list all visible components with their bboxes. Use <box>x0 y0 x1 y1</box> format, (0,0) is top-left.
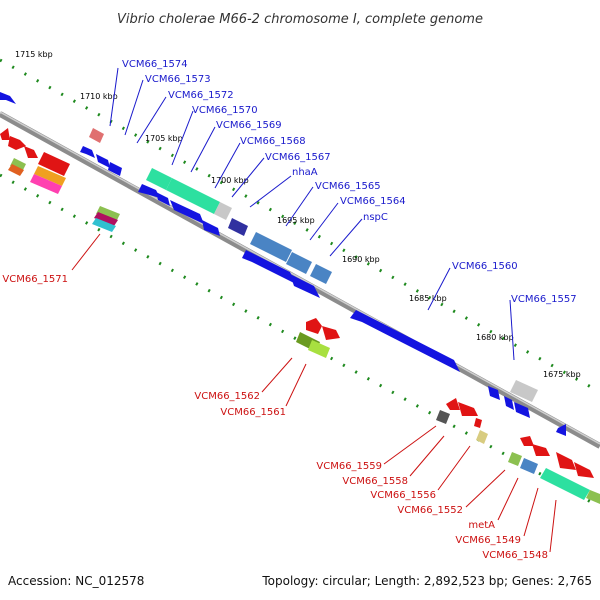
gene-label[interactable]: VCM66_1572 <box>168 90 234 101</box>
gene-arrow <box>514 402 530 418</box>
gene-arrow <box>170 200 204 224</box>
gene-label[interactable]: VCM66_1558 <box>342 476 408 487</box>
gene-arrow <box>96 154 110 168</box>
gene-label[interactable]: VCM66_1571 <box>2 274 68 285</box>
scale-tick-label: 1680 kbp <box>476 333 514 342</box>
scale-tick-label: 1715 kbp <box>15 50 53 59</box>
gene-box <box>476 430 488 444</box>
gene-box <box>92 218 116 232</box>
gene-arrow <box>156 192 170 206</box>
gene-box <box>540 468 590 500</box>
gene-label[interactable]: VCM66_1568 <box>240 136 306 147</box>
gene-arrow <box>108 162 122 176</box>
bottom-label-leaders <box>71 233 557 553</box>
gene-box <box>166 178 220 214</box>
gene-arrow <box>24 146 38 158</box>
gene-box <box>436 410 450 424</box>
gene-box <box>510 380 538 402</box>
scale-tick-label: 1695 kbp <box>277 216 315 225</box>
gene-arrow <box>0 92 16 104</box>
gene-label[interactable]: VCM66_1556 <box>370 490 436 501</box>
gene-box <box>214 202 232 220</box>
top-label-leaders <box>109 67 515 361</box>
gene-label[interactable]: VCM66_1548 <box>482 550 548 561</box>
gene-label[interactable]: VCM66_1574 <box>122 59 188 70</box>
gene-box <box>30 174 62 194</box>
gene-label[interactable]: VCM66_1570 <box>192 105 258 116</box>
gene-arrow <box>350 310 460 372</box>
gene-label[interactable]: VCM66_1561 <box>220 407 286 418</box>
gene-box <box>228 218 248 236</box>
gene-label[interactable]: VCM66_1559 <box>316 461 382 472</box>
gene-box <box>286 252 312 274</box>
gene-box <box>146 168 172 190</box>
scale-tick-label: 1685 kbp <box>409 294 447 303</box>
scale-tick-label: 1700 kbp <box>211 176 249 185</box>
gene-box <box>586 490 600 504</box>
gene-arrow <box>520 436 534 446</box>
gene-arrow <box>446 398 460 410</box>
gene-label[interactable]: VCM66_1573 <box>145 74 211 85</box>
gene-box <box>250 232 292 262</box>
top-gene-labels: VCM66_1574 VCM66_1573 VCM66_1572 VCM66_1… <box>122 59 577 305</box>
gene-arrow <box>504 396 514 410</box>
gene-label[interactable]: nspC <box>363 212 388 223</box>
gene-arrow <box>322 326 340 340</box>
gene-arrow <box>202 220 220 236</box>
gene-box <box>520 458 538 474</box>
gene-label[interactable]: VCM66_1557 <box>511 294 577 305</box>
gene-box <box>38 152 70 176</box>
gene-box <box>8 164 24 176</box>
gene-label[interactable]: VCM66_1552 <box>397 505 463 516</box>
gene-box <box>310 264 332 284</box>
gene-arrow <box>306 318 322 334</box>
scale-ticks: 1715 kbp 1710 kbp 1705 kbp 1700 kbp 1695… <box>15 50 581 379</box>
accession-text: Accession: NC_012578 <box>8 574 144 588</box>
scale-tick-label: 1690 kbp <box>342 255 380 264</box>
gene-box <box>96 206 120 222</box>
gene-label[interactable]: VCM66_1562 <box>194 391 260 402</box>
reverse-strand-features <box>0 128 600 504</box>
forward-strand-features <box>0 92 566 436</box>
scale-tick-label: 1705 kbp <box>145 134 183 143</box>
map-title: Vibrio cholerae M66-2 chromosome I, comp… <box>117 12 483 27</box>
gene-arrow <box>574 462 594 478</box>
gene-label[interactable]: VCM66_1565 <box>315 181 381 192</box>
gene-label[interactable]: nhaA <box>292 167 318 178</box>
gene-arrow <box>0 128 10 140</box>
gene-arrow <box>458 402 478 416</box>
gene-arrow <box>488 386 500 400</box>
gene-arrow <box>290 274 320 298</box>
gene-arrow <box>8 136 26 150</box>
gene-arrow <box>138 184 160 198</box>
gene-box <box>34 166 66 186</box>
scale-tick-label: 1710 kbp <box>80 92 118 101</box>
gene-box <box>508 452 522 466</box>
gene-label[interactable]: VCM66_1560 <box>452 261 518 272</box>
gene-arrow <box>80 146 95 158</box>
chromosome-backbone-highlight <box>0 111 600 445</box>
scale-tick-label: 1675 kbp <box>543 370 581 379</box>
gene-arrow <box>89 128 104 143</box>
gene-arrow <box>474 418 482 428</box>
gene-label[interactable]: VCM66_1569 <box>216 120 282 131</box>
gene-arrow <box>242 250 296 284</box>
gene-label[interactable]: VCM66_1549 <box>455 535 521 546</box>
gene-label[interactable]: metA <box>468 520 495 531</box>
bottom-gene-labels: VCM66_1571 VCM66_1562 VCM66_1561 VCM66_1… <box>2 274 548 561</box>
gene-arrow <box>556 424 566 436</box>
gene-label[interactable]: VCM66_1567 <box>265 152 331 163</box>
gene-box <box>308 340 330 358</box>
gene-label[interactable]: VCM66_1564 <box>340 196 406 207</box>
genome-summary-text: Topology: circular; Length: 2,892,523 bp… <box>261 574 592 588</box>
gene-arrow <box>532 444 550 456</box>
gene-arrow <box>556 452 576 470</box>
gene-box <box>94 212 118 226</box>
gene-box <box>10 158 26 172</box>
